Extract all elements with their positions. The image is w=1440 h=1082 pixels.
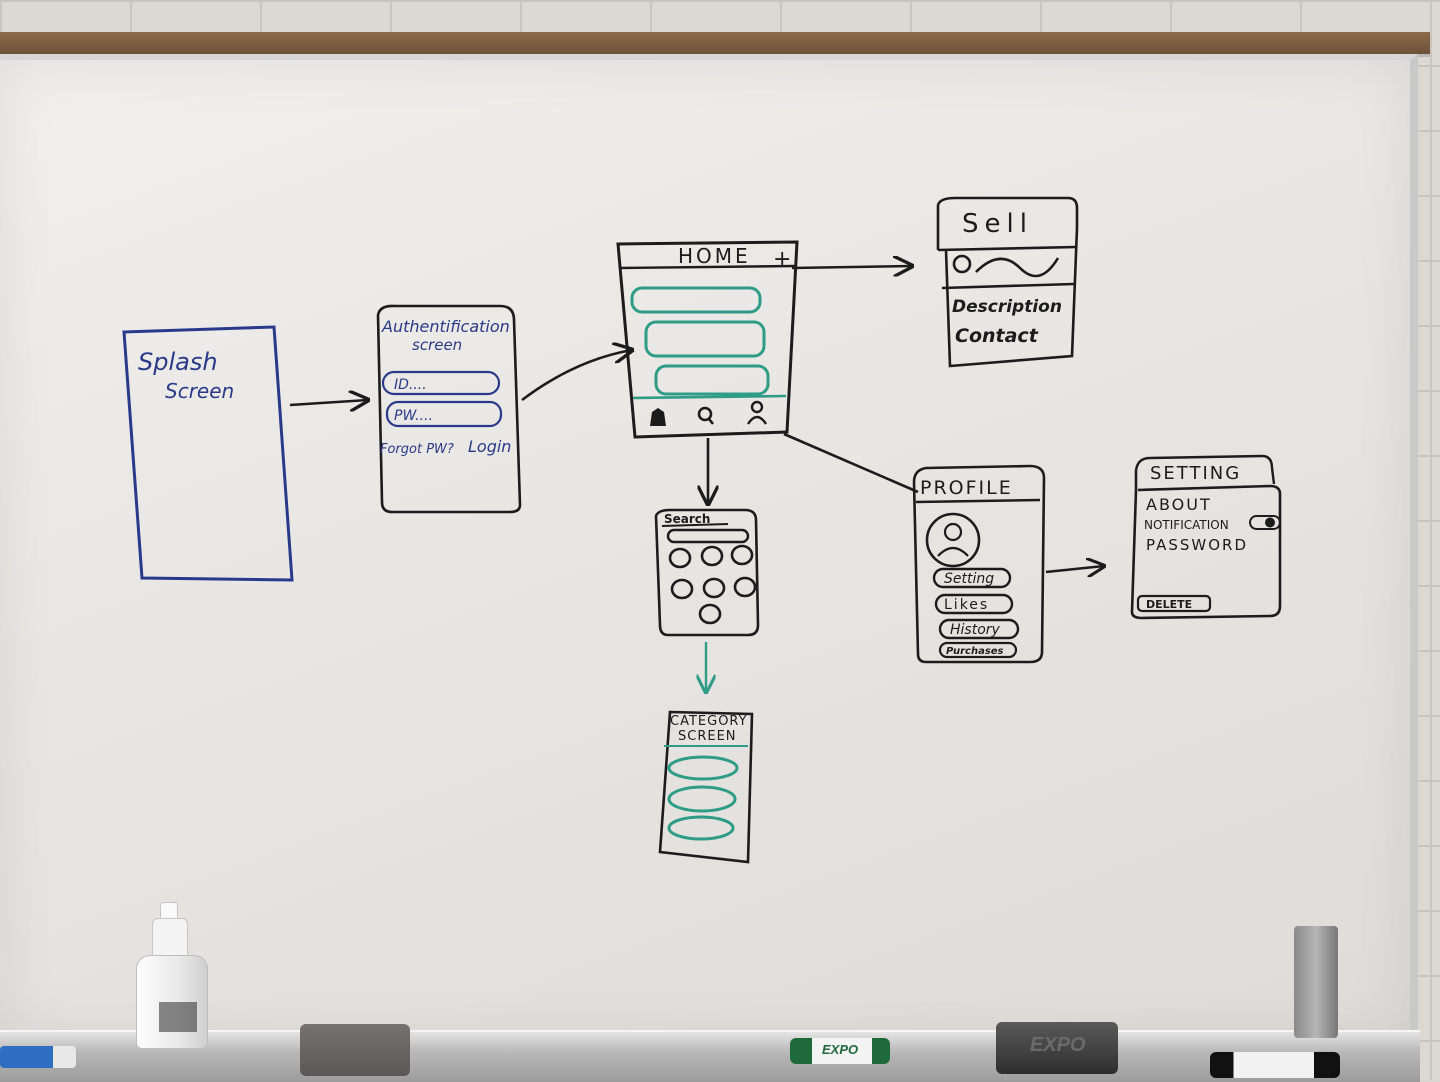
line-home-to-profile <box>783 432 919 494</box>
black-marker <box>1210 1052 1340 1078</box>
home-store-icon <box>650 408 666 426</box>
sell-image-wave <box>975 257 1060 278</box>
search-screen: Search <box>654 508 760 637</box>
profile-setting-button <box>932 567 1012 589</box>
home-profile-icon <box>746 400 768 425</box>
auth-login-button: Login <box>468 437 511 456</box>
sell-screen: Sell Description Contact <box>936 196 1079 368</box>
marker-brand-text: EXPO <box>822 1042 859 1057</box>
category-item-2 <box>667 785 737 813</box>
profile-purchases-label: Purchases <box>946 646 1004 657</box>
auth-pw-text: PW.... <box>394 408 433 424</box>
profile-title: PROFILE <box>920 477 1013 499</box>
sell-camera-icon <box>952 254 972 274</box>
setting-delete-button <box>1136 594 1212 613</box>
profile-avatar-icon <box>925 512 981 568</box>
category-item-1 <box>667 755 739 781</box>
auth-pw-field <box>385 400 503 428</box>
setting-delete-label: DELETE <box>1146 598 1192 611</box>
arrow-home-to-sell <box>791 266 912 268</box>
marker-tray <box>0 1030 1420 1082</box>
sell-title: Sell <box>962 209 1033 239</box>
sell-description-label: Description <box>952 297 1062 317</box>
splash-title-line1: Splash <box>138 348 218 376</box>
category-title-line1: CATEGORY <box>670 714 748 729</box>
spray-bottle-neck <box>152 918 188 962</box>
profile-history-button <box>938 618 1020 640</box>
arrow-profile-to-setting <box>1045 566 1104 572</box>
eraser-brand-text: EXPO <box>1030 1034 1086 1056</box>
search-category-grid <box>668 544 757 625</box>
search-bar <box>666 528 750 544</box>
category-title-line2: SCREEN <box>678 729 737 744</box>
home-list-item-3 <box>654 364 770 396</box>
board-clip <box>1294 926 1338 1038</box>
auth-screen: Authentification screen ID.... PW.... Fo… <box>376 304 522 514</box>
notification-toggle <box>1249 515 1281 530</box>
home-title: HOME <box>678 244 751 268</box>
category-screen: CATEGORY SCREEN <box>658 710 754 864</box>
home-list-item-1 <box>630 286 762 314</box>
category-item-3 <box>667 815 735 841</box>
green-marker: EXPO <box>790 1038 890 1064</box>
home-list-item-2 <box>644 320 766 358</box>
spray-bottle <box>136 955 208 1049</box>
home-screen: HOME + <box>616 240 799 439</box>
profile-likes-button <box>934 593 1014 615</box>
home-add-icon: + <box>773 247 791 272</box>
arrow-auth-to-home <box>521 350 632 402</box>
setting-password-item: PASSWORD <box>1146 536 1248 554</box>
eraser-gray <box>300 1024 410 1076</box>
home-search-icon <box>697 406 715 425</box>
profile-purchases-button <box>938 641 1018 659</box>
splash-screen: Splash Screen <box>122 325 294 582</box>
setting-about-item: ABOUT <box>1146 495 1212 514</box>
sell-contact-label: Contact <box>955 325 1039 347</box>
splash-title-line2: Screen <box>165 379 234 403</box>
auth-title-line2: screen <box>412 336 462 354</box>
auth-forgot-link: Forgot PW? <box>380 442 454 457</box>
auth-id-field <box>381 370 501 396</box>
setting-screen: SETTING ABOUT NOTIFICATION PASSWORD DELE… <box>1130 454 1282 620</box>
auth-id-text: ID.... <box>394 377 427 393</box>
eraser-black: EXPO <box>996 1022 1118 1074</box>
profile-history-label: History <box>950 622 1001 638</box>
profile-setting-label: Setting <box>944 571 994 587</box>
profile-likes-label: Likes <box>944 597 989 613</box>
search-title: Search <box>664 512 710 526</box>
setting-notification-item: NOTIFICATION <box>1144 518 1229 532</box>
auth-title-line1: Authentification <box>381 317 510 336</box>
arrow-splash-to-auth <box>289 400 368 405</box>
setting-title: SETTING <box>1150 463 1241 484</box>
profile-screen: PROFILE Setting Likes History Purchases <box>912 464 1046 664</box>
blue-marker <box>0 1046 76 1068</box>
